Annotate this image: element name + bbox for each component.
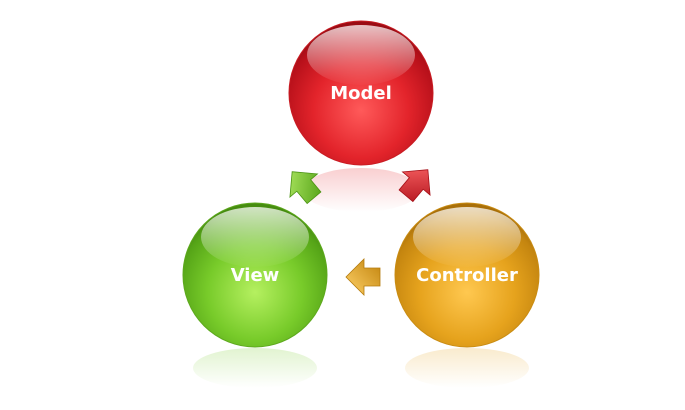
model-reflection <box>303 168 419 212</box>
controller-reflection <box>405 348 529 388</box>
model-label: Model <box>330 83 392 104</box>
model-gloss <box>307 25 415 85</box>
model-node: Model <box>288 20 434 166</box>
view-to-model-arrow <box>289 171 322 205</box>
controller-to-view-arrow <box>345 258 381 296</box>
view-gloss <box>201 207 309 267</box>
view-node: View <box>182 202 328 348</box>
view-reflection <box>193 348 317 388</box>
view-label: View <box>231 265 280 286</box>
controller-to-model-arrow <box>398 169 431 203</box>
controller-label: Controller <box>416 265 518 286</box>
controller-gloss <box>413 207 521 267</box>
controller-node: Controller <box>394 202 540 348</box>
